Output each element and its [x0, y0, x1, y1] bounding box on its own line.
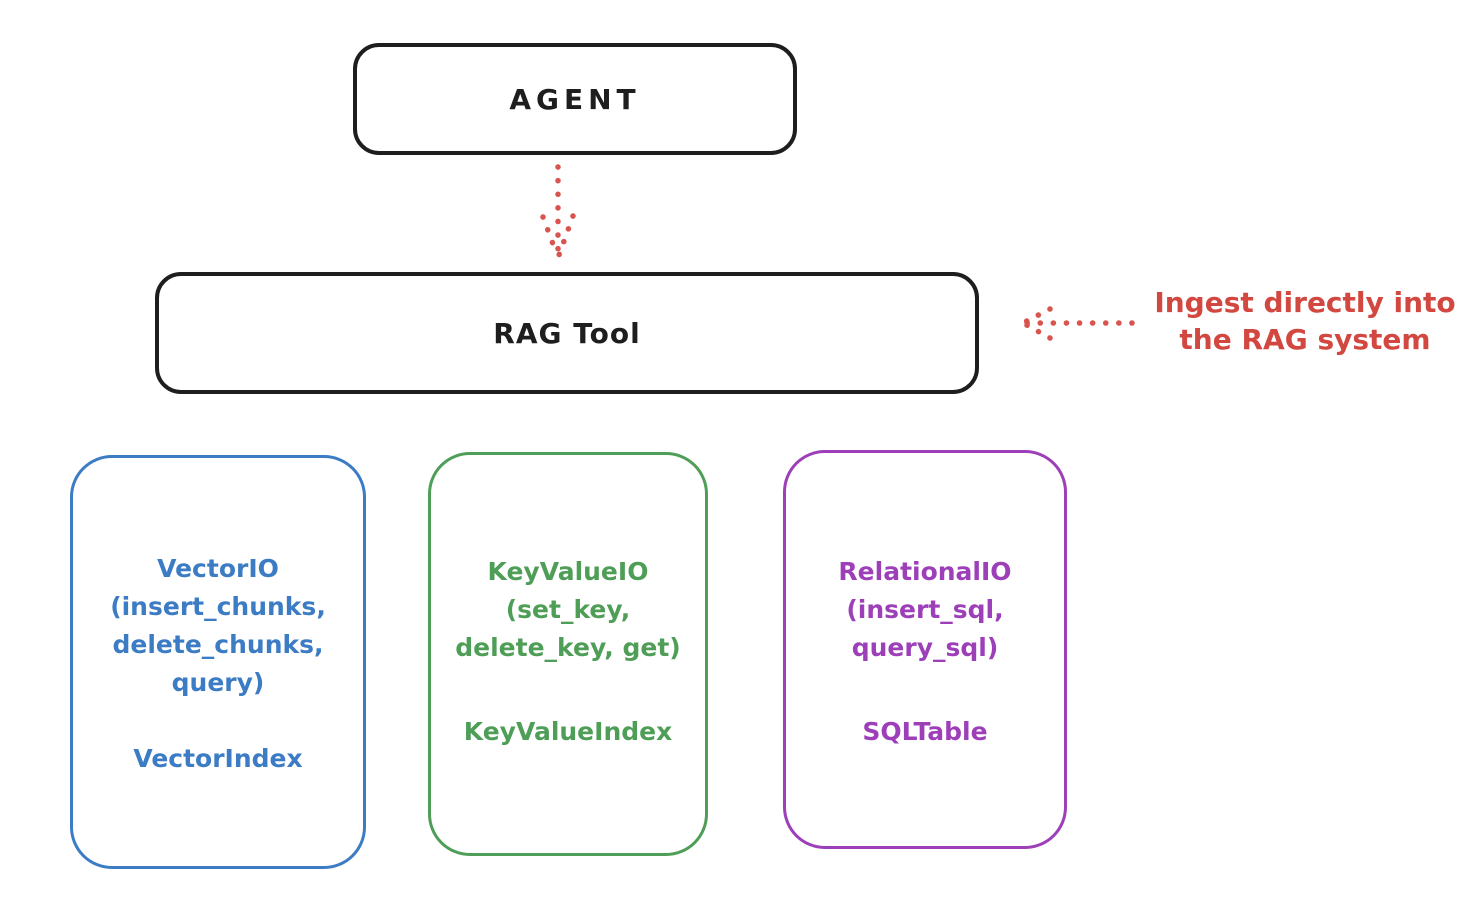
keyvalue-io-title-line: delete_key, get) [455, 633, 681, 662]
rag-tool-label: RAG Tool [493, 316, 641, 350]
ingest-annotation-arrow-icon [1020, 306, 1135, 341]
agent-to-ragtool-arrow-icon [540, 164, 576, 258]
vector-io-title-line: (insert_chunks, [110, 592, 326, 621]
vector-io-box: VectorIO (insert_chunks, delete_chunks, … [70, 455, 366, 869]
keyvalue-io-box: KeyValueIO (set_key, delete_key, get) Ke… [428, 452, 708, 856]
relational-io-box: RelationalIO (insert_sql, query_sql) SQL… [783, 450, 1067, 849]
agent-label: AGENT [509, 82, 641, 116]
relational-io-title-line: query_sql) [851, 633, 999, 662]
keyvalue-io-title-line: KeyValueIO [487, 557, 649, 586]
vector-index-label: VectorIndex [133, 744, 303, 773]
vector-io-title-line: VectorIO [157, 554, 279, 583]
ingest-annotation-line2: the RAG system [1179, 323, 1431, 356]
agent-box: AGENT [353, 43, 797, 155]
relational-io-title-line: RelationalIO [838, 557, 1012, 586]
keyvalue-io-title-line: (set_key, [505, 595, 631, 624]
rag-tool-box: RAG Tool [155, 272, 979, 394]
ingest-annotation-line1: Ingest directly into [1154, 286, 1456, 319]
keyvalue-index-label: KeyValueIndex [463, 717, 673, 746]
relational-io-title-line: (insert_sql, [846, 595, 1004, 624]
ingest-annotation: Ingest directly into the RAG system [1130, 284, 1480, 358]
sql-table-label: SQLTable [862, 717, 988, 746]
vector-io-title-line: delete_chunks, [112, 630, 324, 659]
vector-io-title-line: query) [171, 668, 265, 697]
